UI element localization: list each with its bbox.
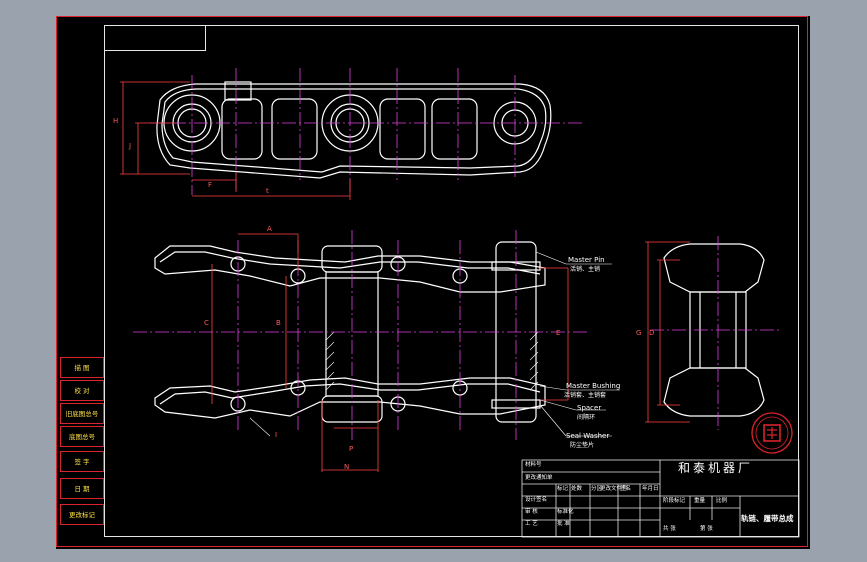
tb-review: 审 核 [525,509,538,515]
callout-seal-washer-cn: 防尘垫片 [570,442,595,449]
roller-centerlines [650,236,780,430]
callout-spacer-cn: 间隔环 [577,414,596,421]
side-cell-base-number: 底图总号 [60,426,104,447]
link-inner-outline [161,88,547,173]
title-block-lines [521,459,800,538]
side-cell-draw: 描 图 [60,357,104,378]
tb-process: 工 艺 [525,521,538,527]
link-side-view [156,81,552,179]
dim-g: G [636,329,642,337]
side-cell-revision: 更改标记 [60,504,104,525]
tb-sheet-number: 第 张 [700,526,713,532]
callout-spacer: Spacer [577,404,602,412]
chain-bottom-links [154,377,546,419]
chain-dimensions [211,233,569,472]
window-4 [431,98,478,160]
title-corner-box [104,25,206,51]
window-3 [379,98,426,160]
link-centerlines [150,68,585,195]
dim-f: F [208,181,213,189]
chain-centerlines [133,230,590,440]
tb-change-notice: 更改通知单 [525,475,553,481]
chain-top-links [154,245,546,293]
tb-approve: 批 准 [557,521,570,527]
dim-p: P [349,445,354,453]
link-outline [156,83,552,179]
link-dimensions [120,81,351,200]
dim-h: H [113,117,119,125]
tb-material: 材料号 [525,462,542,468]
upper-link-row [154,245,546,293]
tb-mark: 标记 [557,486,569,492]
dim-e: E [556,329,561,337]
dim-j: J [129,142,132,150]
lower-link-row [154,377,546,419]
dim-b: B [276,319,281,327]
callout-leaders [249,251,620,437]
bushing-1 [325,271,379,397]
callout-master-bushing: Master Bushing [566,382,621,390]
side-cell-sign: 签 字 [60,451,104,472]
side-cell-date: 日 期 [60,478,104,499]
tb-zone: 分区 [591,486,603,492]
tb-standard: 标准化 [557,509,574,515]
tb-weight: 重量 [694,498,706,504]
tb-stage: 阶段标记 [663,498,686,504]
window-2 [271,98,318,160]
tb-change-doc: 更改文件号 [600,486,628,492]
callout-master-pin: Master Pin [568,256,605,264]
callout-master-bushing-cn: 活销套、主销套 [564,392,607,399]
roller-dimensions [645,241,690,423]
dim-a: A [267,225,272,233]
company-name: 和泰机器厂 [678,461,754,475]
tb-designer: 设计签名 [525,497,548,503]
chain-hatching [325,331,539,391]
tb-count: 处数 [571,486,583,492]
drawing-title: 轨链、履带总成 [741,514,794,523]
tb-date: 年月日 [642,486,659,492]
callout-seal-washer: Seal Washer [566,432,610,440]
callout-master-pin-cn: 活销、主销 [570,266,601,273]
dim-t: t [266,187,269,195]
dim-c: C [204,319,209,327]
dim-d: D [649,329,655,337]
company-seal-icon [751,412,793,454]
dim-n: N [344,463,350,471]
tb-sheets-total: 共 张 [663,526,676,532]
window-1 [221,98,263,160]
side-cell-old-number: 旧底图总号 [60,403,104,424]
side-cell-check: 校 对 [60,380,104,401]
dim-i: I [275,431,278,439]
pin-boss [224,81,252,101]
tb-signature: 签名 [620,486,632,492]
tb-scale: 比例 [716,498,728,504]
